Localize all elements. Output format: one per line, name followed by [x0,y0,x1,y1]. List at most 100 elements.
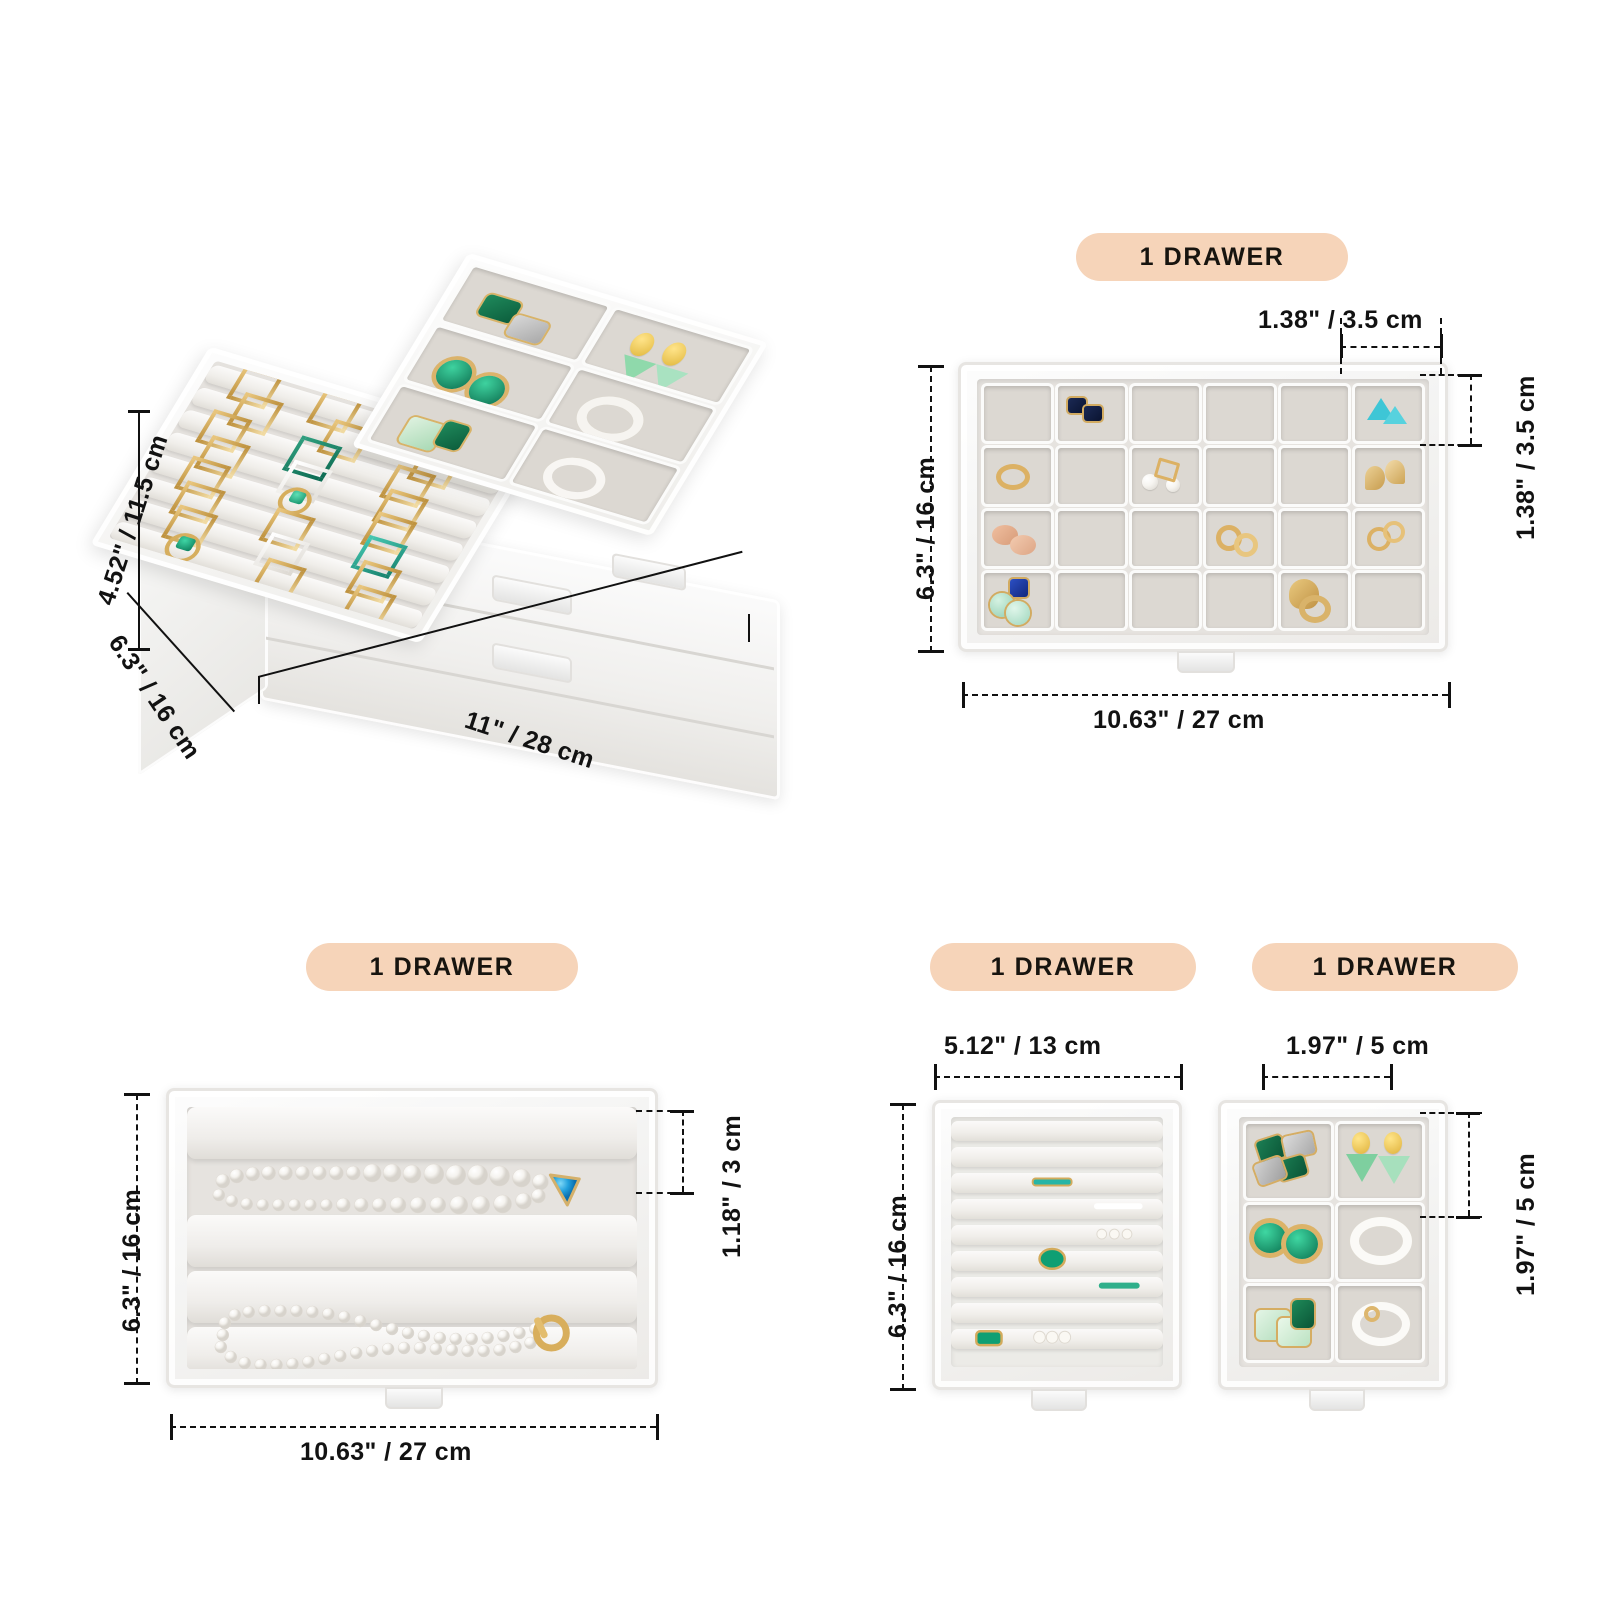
earring-yellow-stud [625,330,659,359]
hero-width-cap-left [258,676,260,704]
drawer-knob[interactable] [1177,651,1235,673]
compartment [1246,1286,1331,1360]
tr-width-label: 10.63" / 27 cm [1093,706,1265,734]
bl-width-cap-left [170,1414,173,1440]
earring-grid-tray[interactable] [958,362,1448,673]
small-compartment-inner [1239,1117,1429,1367]
compartment [1058,510,1126,566]
br-height-dimline [1468,1112,1470,1216]
compartment [984,510,1052,566]
hero-product-illustration [90,250,820,820]
bc-height-dimline [902,1104,904,1390]
tr-width-cap-left [962,682,965,708]
hero-width-cap-right [748,614,750,642]
drawer-knob[interactable] [385,1387,443,1409]
br-width-dimline [1262,1076,1390,1078]
ring-drawer-tray[interactable] [932,1100,1182,1411]
tr-cellw-cap-left [1340,334,1343,358]
bc-width-label: 5.12" / 13 cm [944,1032,1102,1060]
bl-width-cap-right [656,1414,659,1440]
earring-emerald-halo [1286,1229,1318,1259]
earring-gold-leaf [1364,466,1385,491]
earring-mint-triangle [1377,1156,1410,1184]
earring-dark-green-gem [1292,1300,1314,1328]
tr-cellh-ext-top [1420,374,1482,376]
bl-height-cap-top [124,1093,150,1096]
compartment [1132,386,1200,442]
bl-width-dimline [170,1426,656,1428]
ring-drawer-inner [951,1117,1163,1367]
bracelet-charm-gold [1363,1306,1380,1322]
compartment [1058,572,1126,628]
bl-height-cap-bottom [124,1382,150,1385]
tr-cellh-cap-bottom [1458,444,1482,447]
drawer-knob[interactable] [1031,1389,1087,1411]
tr-cell-width-label: 1.38" / 3.5 cm [1258,306,1423,334]
compartment [1354,510,1422,566]
compartment [1337,1124,1422,1198]
earring-gold-hoop-cluster [1234,532,1259,557]
br-height-ext-bottom [1420,1216,1482,1218]
tr-height-cap-top [918,365,944,368]
tr-height-dimline [930,366,932,652]
hero-height-cap-bottom [128,648,150,651]
tr-height-cap-bottom [918,650,944,653]
compartment [1206,448,1274,504]
bracelet-pearl [1351,1302,1410,1346]
necklace-tray[interactable] [166,1088,658,1409]
tr-cellw-cap-right [1440,334,1443,358]
necklace-pearl-gold-toggle [214,1304,570,1369]
ring-collection [958,1128,1144,1347]
earring-yellow-stud [1351,1132,1370,1154]
compartment [1058,386,1126,442]
earring-ornate-gold [1298,594,1331,623]
earring-gold-leaf [1384,460,1405,485]
necklace-slot [187,1107,637,1159]
compartment [1246,1124,1331,1198]
tr-width-cap-right [1448,682,1451,708]
compartment [1206,386,1274,442]
bc-width-cap-left [934,1064,937,1090]
earring-yellow-stud [1383,1132,1402,1154]
tr-cell-height-label: 1.38" / 3.5 cm [1512,375,1540,540]
earring-yellow-stud [657,339,691,369]
compartment [1132,510,1200,566]
necklace-slot [187,1215,637,1267]
br-height-cap-top [1456,1112,1480,1115]
drawer-knob[interactable] [1309,1389,1365,1411]
tr-height-label: 6.3" / 16 cm [912,456,940,600]
bl-slot-dimline [682,1110,684,1192]
earring-mint-triangle [1345,1154,1378,1182]
br-height-label: 1.97" / 5 cm [1512,1152,1540,1296]
earring-navy-stud [1084,406,1103,421]
bracelet-pearl [533,451,615,507]
small-compartment-tray[interactable] [1218,1100,1448,1411]
tr-cellh-cap-top [1458,374,1482,377]
br-width-cap-left [1262,1064,1265,1090]
hero-height-cap-top [128,410,150,413]
br-width-label: 1.97" / 5 cm [1286,1032,1430,1060]
earring-pearl-drop [1142,474,1159,491]
br-height-ext-top [1420,1112,1482,1114]
necklace-pearl-blue-pendant [212,1163,581,1215]
br-height-cap-bottom [1456,1216,1480,1219]
bl-height-label: 6.3" / 16 cm [118,1188,146,1332]
tr-cellw-dimline [1340,346,1440,348]
badge-ring-drawer: 1 DRAWER [930,943,1196,991]
earring-navy-stud [1068,398,1087,413]
bc-height-cap-top [890,1103,916,1106]
earring-grid-inner [977,379,1429,635]
compartment [1337,1205,1422,1279]
compartment [1354,386,1422,442]
badge-small-compartment-drawer: 1 DRAWER [1252,943,1518,991]
compartment [1280,510,1348,566]
bracelet-pearl [1349,1217,1412,1265]
bl-height-dimline [136,1094,138,1384]
necklace-tray-inner [187,1107,637,1369]
earring-peach-oval [1010,534,1036,555]
compartment [984,572,1052,628]
badge-necklace-drawer: 1 DRAWER [306,943,578,991]
bl-slot-label: 1.18" / 3 cm [718,1114,746,1258]
compartment [1246,1205,1331,1279]
